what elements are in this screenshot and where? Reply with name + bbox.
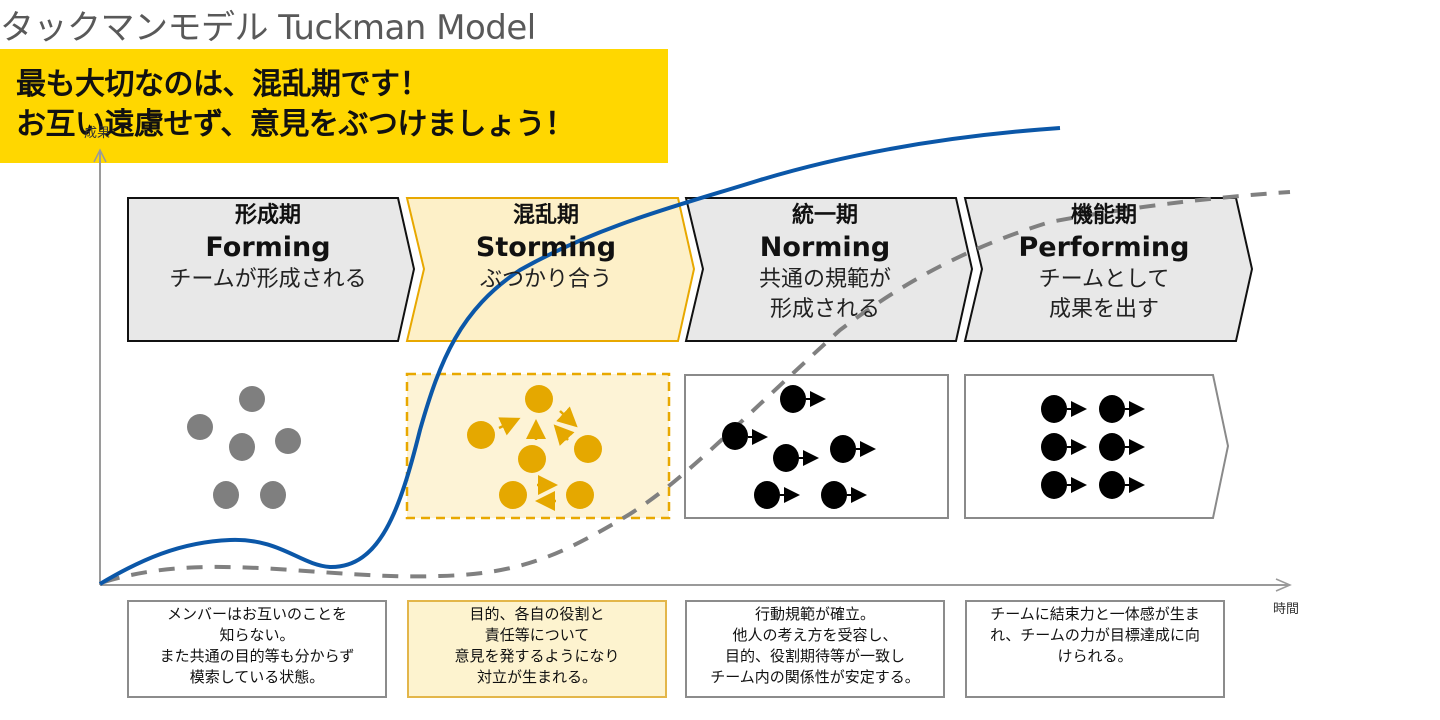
phase-jp-name: 混乱期 xyxy=(512,203,579,228)
phase-en-name: Performing xyxy=(1018,232,1190,263)
member-dot xyxy=(518,445,546,473)
detail-line: れ、チームの力が目標達成に向 xyxy=(990,626,1200,644)
phase-summary: ぶつかり合う xyxy=(479,267,612,292)
member-dot xyxy=(754,481,780,509)
member-dot xyxy=(1099,433,1125,461)
page-title: タックマンモデル Tuckman Model xyxy=(0,8,536,48)
callout-line-2: お互い遠慮せず、意見をぶつけましょう！ xyxy=(16,107,575,142)
phase-en-name: Storming xyxy=(475,232,617,263)
detail-line: チームに結束力と一体感が生ま xyxy=(990,605,1200,623)
member-dot xyxy=(260,481,286,509)
phase-performing: 機能期 Performing チームとして 成果を出す xyxy=(974,201,1234,325)
phase-chevron-norming xyxy=(684,197,974,342)
phase-summary-line-2: 成果を出す xyxy=(1048,297,1159,322)
phase-norming: 統一期 Norming 共通の規範が 形成される xyxy=(695,201,955,325)
dots-performing xyxy=(1041,395,1145,499)
member-dot xyxy=(821,481,847,509)
detail-line: 意見を発するようになり xyxy=(454,647,620,665)
phase-jp-name: 形成期 xyxy=(234,203,301,228)
phase-jp-name: 統一期 xyxy=(791,203,858,228)
arrow-icon xyxy=(553,424,575,446)
detail-line: また共通の目的等も分からず xyxy=(159,647,355,665)
member-dot xyxy=(722,422,748,450)
y-axis-arrowhead xyxy=(93,148,107,163)
illustration-box-performing xyxy=(964,374,1230,519)
detail-line: 知らない。 xyxy=(219,626,295,644)
member-dot xyxy=(1041,395,1067,423)
detail-line: 対立が生まれる。 xyxy=(476,668,597,686)
detail-box-storming: 目的、各自の役割と 責任等について 意見を発するようになり 対立が生まれる。 xyxy=(407,600,667,698)
detail-line: メンバーはお互いのことを xyxy=(166,605,347,623)
member-dot xyxy=(1099,471,1125,499)
member-dot xyxy=(229,433,255,461)
member-dot xyxy=(830,435,856,463)
member-dot xyxy=(187,414,213,440)
member-dot xyxy=(213,481,239,509)
callout-banner: 最も大切なのは、混乱期です！ お互い遠慮せず、意見をぶつけましょう！ xyxy=(0,49,668,163)
member-dot xyxy=(1099,395,1125,423)
x-axis-arrowhead xyxy=(1275,578,1292,592)
phase-en-name: Norming xyxy=(759,232,891,263)
phase-jp-name: 機能期 xyxy=(1070,203,1137,228)
member-dot xyxy=(773,444,799,472)
member-dot xyxy=(239,386,265,412)
detail-line: けられる。 xyxy=(1057,647,1133,665)
member-dot xyxy=(467,421,495,449)
detail-box-norming: 行動規範が確立。 他人の考え方を受容し、 目的、役割期待等が一致し チーム内の関… xyxy=(685,600,945,698)
detail-line: チーム内の関係性が安定する。 xyxy=(710,668,920,686)
arrow-icon xyxy=(498,417,521,436)
arrow-icon xyxy=(556,406,578,428)
phase-storming: 混乱期 Storming ぶつかり合う xyxy=(416,201,676,295)
arrows-storming xyxy=(498,406,578,511)
detail-box-performing: チームに結束力と一体感が生ま れ、チームの力が目標達成に向 けられる。 xyxy=(965,600,1225,698)
dots-forming xyxy=(187,386,301,509)
member-dot xyxy=(574,435,602,463)
member-dot xyxy=(275,428,301,454)
detail-line: 目的、役割期待等が一致し xyxy=(724,647,905,665)
x-axis-label: 時間 xyxy=(1273,602,1300,617)
detail-line: 模索している状態。 xyxy=(189,668,325,686)
phase-chevron-forming xyxy=(127,197,416,342)
phase-en-name: Forming xyxy=(205,232,331,263)
y-axis-label: 成果 xyxy=(84,126,111,141)
curve-actual-performance xyxy=(98,126,1061,586)
detail-line: 責任等について xyxy=(484,626,590,644)
detail-line: 目的、各自の役割と xyxy=(469,605,605,623)
dots-storming xyxy=(467,385,602,509)
phase-forming: 形成期 Forming チームが形成される xyxy=(138,201,398,295)
member-dot xyxy=(780,385,806,413)
phase-summary: チームが形成される xyxy=(169,267,367,292)
phase-summary-line-2: 形成される xyxy=(769,297,880,322)
member-dot xyxy=(1041,471,1067,499)
phase-summary-line-1: 共通の規範が xyxy=(758,267,891,292)
member-dot xyxy=(499,481,527,509)
member-dot xyxy=(566,481,594,509)
detail-line: 行動規範が確立。 xyxy=(754,605,875,623)
detail-box-forming: メンバーはお互いのことを 知らない。 また共通の目的等も分からず 模索している状… xyxy=(127,600,387,698)
curve-dashed-growth xyxy=(103,190,1291,584)
callout-line-1: 最も大切なのは、混乱期です！ xyxy=(16,67,430,102)
member-dot xyxy=(1041,433,1067,461)
detail-line: 他人の考え方を受容し、 xyxy=(732,626,898,644)
member-dot xyxy=(525,385,553,413)
illustration-box-norming xyxy=(684,374,949,519)
phase-summary-line-1: チームとして xyxy=(1038,267,1170,292)
dots-norming xyxy=(722,385,876,509)
